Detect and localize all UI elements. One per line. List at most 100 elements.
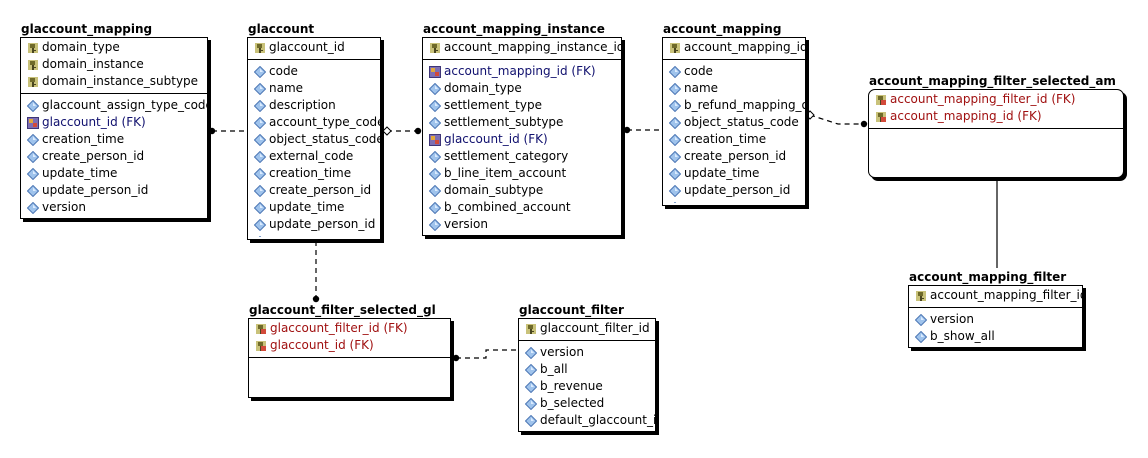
diamond-icon <box>428 167 442 180</box>
diamond-icon <box>428 116 442 129</box>
attributes-row[interactable]: name <box>663 80 805 97</box>
attributes-row[interactable]: glaccount_assign_type_code <box>21 97 207 114</box>
attributes-row[interactable]: external_code <box>248 148 380 165</box>
keys-row[interactable]: domain_type <box>21 39 207 56</box>
keys-row[interactable]: account_mapping_instance_id <box>423 39 621 56</box>
attributes-row[interactable]: creation_time <box>248 165 380 182</box>
diamond-icon <box>668 133 682 146</box>
attributes-row[interactable]: version <box>21 199 207 216</box>
attributes-row[interactable]: update_person_id <box>248 216 380 233</box>
keyfk-icon <box>875 94 887 106</box>
attributes-row[interactable]: creation_time <box>21 131 207 148</box>
attribute-name: account_mapping_filter_id <box>930 288 1082 302</box>
keys-row[interactable]: glaccount_id (FK) <box>249 337 450 354</box>
keys-row[interactable]: account_mapping_id (FK) <box>869 108 1123 125</box>
attribute-name: settlement_type <box>444 98 542 112</box>
fk-icon <box>429 133 441 146</box>
attributes-row[interactable]: update_time <box>248 199 380 216</box>
primary-key-section: account_mapping_filter_id <box>909 286 1082 308</box>
attributes-row[interactable]: b_line_item_account <box>423 165 621 182</box>
attributes-row[interactable]: update_time <box>663 165 805 182</box>
attributes-row[interactable]: glaccount_id (FK) <box>21 114 207 131</box>
keyfk-icon <box>255 340 267 352</box>
keys-row[interactable]: glaccount_id <box>248 39 380 56</box>
entity-box: account_mapping_filter_id (FK)account_ma… <box>868 89 1124 178</box>
diamond-icon <box>914 330 928 343</box>
attributes-row[interactable]: glaccount_id (FK) <box>423 131 621 148</box>
attributes-row[interactable]: create_person_id <box>663 148 805 165</box>
attributes-row[interactable]: description <box>248 97 380 114</box>
attribute-name: glaccount_filter_id <box>540 321 650 335</box>
attributes-row[interactable]: version <box>909 311 1082 328</box>
attributes-row[interactable]: create_person_id <box>248 182 380 199</box>
attributes-row[interactable]: b_show_all <box>909 328 1082 345</box>
attributes-row[interactable]: account_mapping_id (FK) <box>423 63 621 80</box>
primary-key-section: account_mapping_instance_id <box>423 38 621 60</box>
diamond-icon <box>428 201 442 214</box>
attributes-row[interactable]: code <box>248 63 380 80</box>
attribute-name: version <box>42 200 86 214</box>
attributes-row[interactable]: b_refund_mapping_ov <box>663 97 805 114</box>
attributes-row[interactable]: settlement_type <box>423 97 621 114</box>
attribute-name: creation_time <box>269 166 352 180</box>
diamond-icon <box>428 184 442 197</box>
attributes-row[interactable]: creation_time <box>663 131 805 148</box>
attributes-row[interactable]: object_status_code <box>663 114 805 131</box>
attributes-row[interactable]: account_type_code <box>248 114 380 131</box>
attributes-row[interactable]: b_selected <box>519 395 655 412</box>
diamond-icon <box>253 65 267 78</box>
keys-row[interactable]: domain_instance <box>21 56 207 73</box>
attribute-name: update_person_id <box>42 183 149 197</box>
attributes-row[interactable]: default_glaccount_id <box>519 412 655 429</box>
attribute-name: b_all <box>540 362 568 376</box>
diamond-icon <box>668 82 682 95</box>
keys-row[interactable]: glaccount_filter_id <box>519 320 655 337</box>
attribute-name: glaccount_filter_id (FK) <box>270 321 408 335</box>
attributes-row[interactable]: settlement_subtype <box>423 114 621 131</box>
keys-row[interactable]: account_mapping_id <box>663 39 805 56</box>
attributes-row[interactable]: update_person_id <box>663 182 805 199</box>
keys-row[interactable]: glaccount_filter_id (FK) <box>249 320 450 337</box>
attribute-name: account_mapping_id (FK) <box>444 64 596 78</box>
attributes-row[interactable]: b_revenue <box>519 378 655 395</box>
entity-box: account_mapping_instance_id account_mappi… <box>422 37 622 236</box>
attributes-row[interactable]: code <box>663 63 805 80</box>
attribute-name: name <box>684 81 719 95</box>
keys-row[interactable]: account_mapping_filter_id <box>909 287 1082 304</box>
attributes-row[interactable]: update_person_id <box>21 182 207 199</box>
keys-row[interactable]: domain_instance_subtype <box>21 73 207 90</box>
attribute-name: b_show_all <box>930 329 995 343</box>
attributes-row[interactable]: domain_subtype <box>423 182 621 199</box>
relationship-end-dot <box>860 120 868 128</box>
attribute-section <box>249 358 450 363</box>
attributes-row[interactable]: settlement_category <box>423 148 621 165</box>
attribute-name: creation_time <box>42 132 125 146</box>
diamond-icon <box>524 397 538 410</box>
attributes-row[interactable]: version <box>519 344 655 361</box>
attributes-row[interactable]: b_combined_account <box>423 199 621 216</box>
keys-row[interactable]: account_mapping_filter_id (FK) <box>869 91 1123 108</box>
attributes-row[interactable]: b_all <box>519 361 655 378</box>
attribute-name: domain_type <box>42 40 120 54</box>
attributes-row[interactable]: object_status_code <box>248 131 380 148</box>
attributes-row[interactable]: update_time <box>21 165 207 182</box>
attributes-row[interactable]: create_person_id <box>21 148 207 165</box>
key-icon <box>27 42 39 54</box>
attributes-row[interactable]: name <box>248 80 380 97</box>
attribute-name: settlement_category <box>444 149 569 163</box>
attributes-row[interactable]: version <box>423 216 621 233</box>
attributes-row[interactable]: domain_type <box>423 80 621 97</box>
